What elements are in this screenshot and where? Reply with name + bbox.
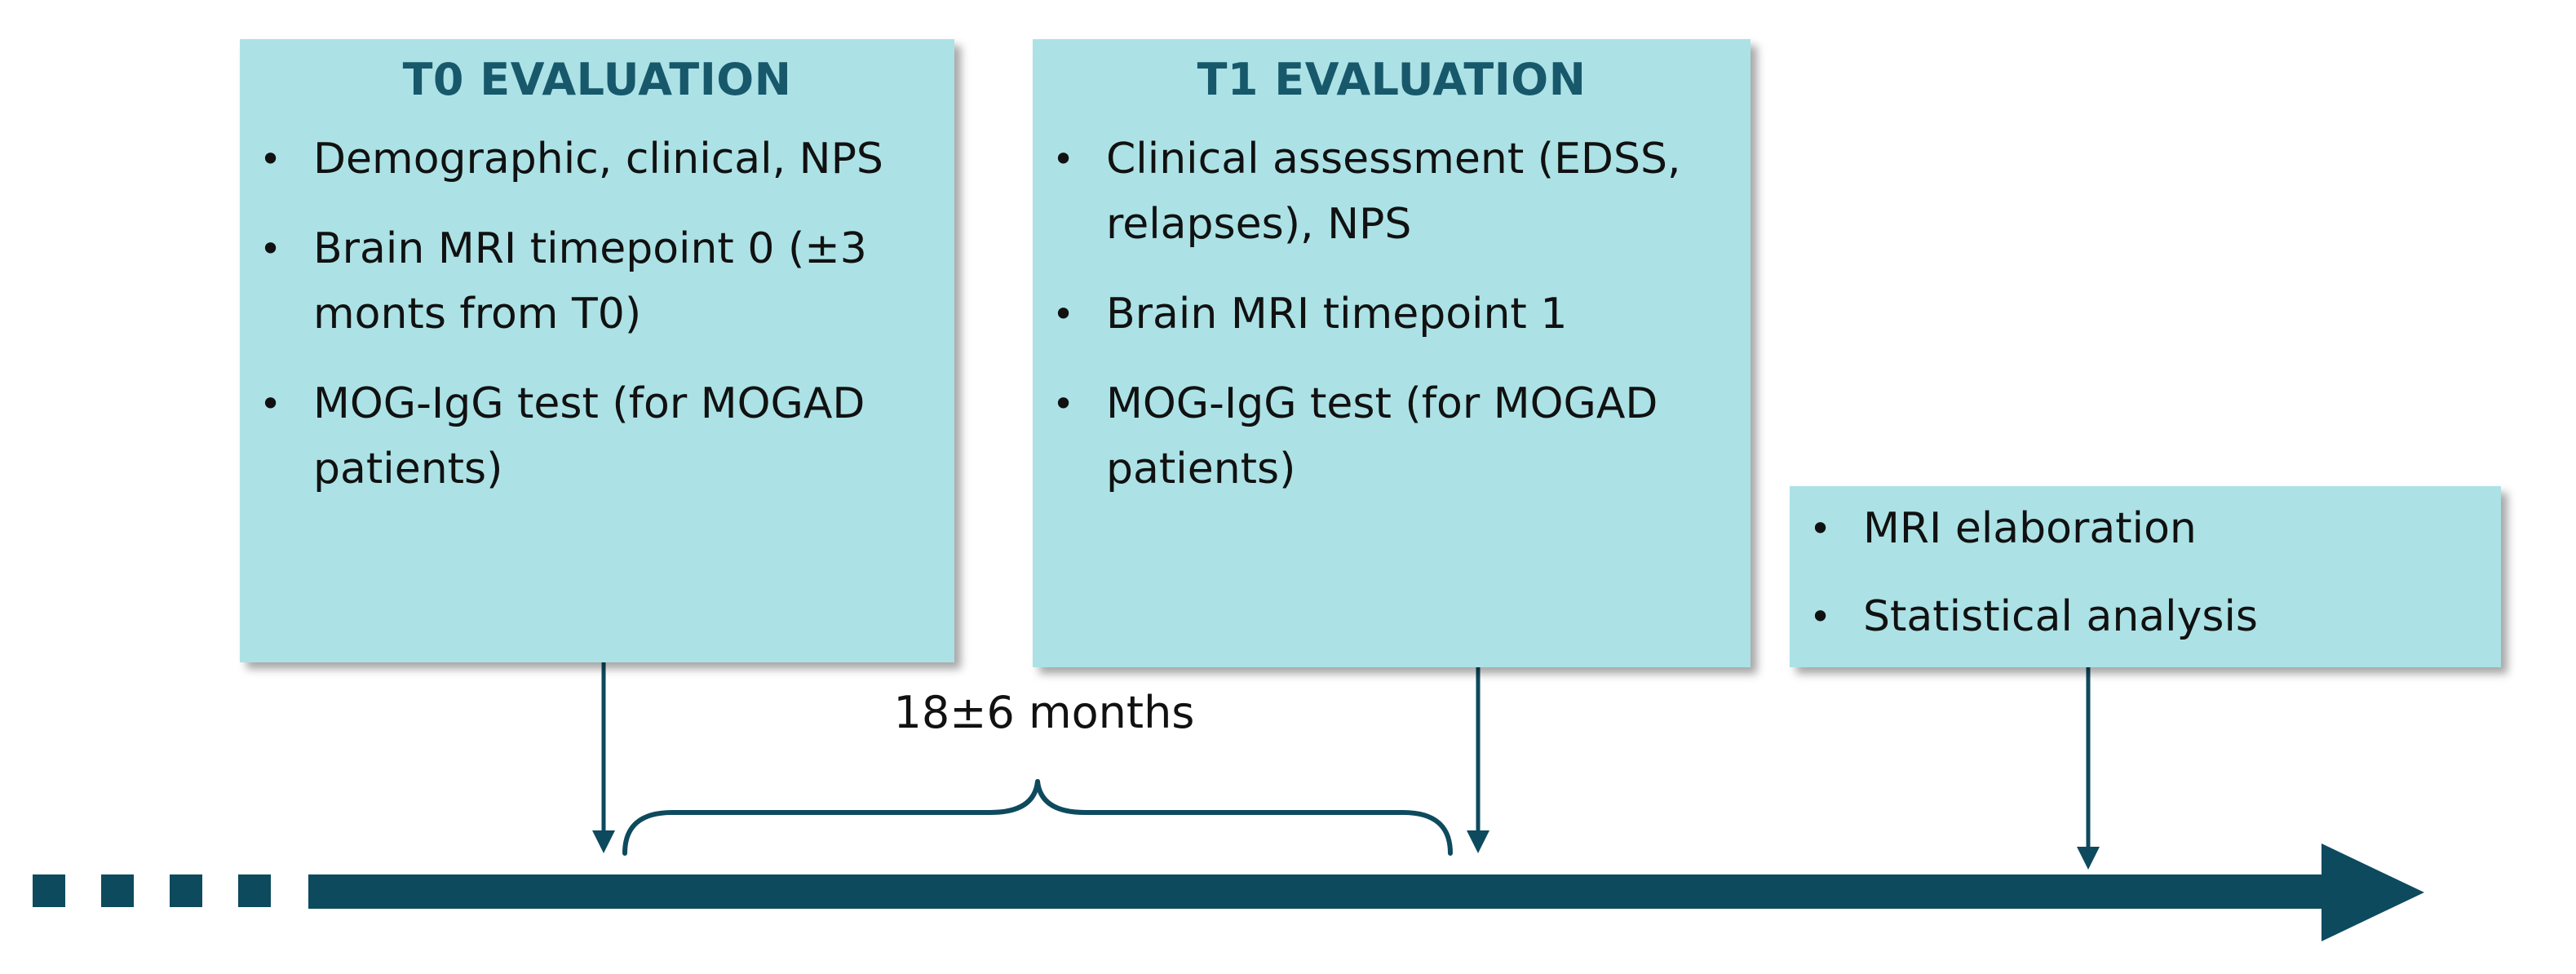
list-item-text: Brain MRI timepoint 1: [1106, 290, 1568, 339]
t1-evaluation-list: Clinical assessment (EDSS, relapses), NP…: [1033, 126, 1751, 502]
t0-evaluation-box: T0 EVALUATION Demographic, clinical, NPS…: [240, 39, 954, 662]
timeline-dash: [238, 874, 271, 907]
list-item-text-continued: relapses), NPS: [1106, 200, 1412, 249]
timeline-dash: [170, 874, 202, 907]
interval-brace: [622, 779, 1453, 856]
list-item-text: Brain MRI timepoint 0 (±3: [313, 224, 867, 273]
list-item-text: MOG-IgG test (for MOGAD: [1106, 379, 1658, 428]
timeline-bar: [308, 874, 2331, 909]
list-item: Brain MRI timepoint 0 (±3 monts from T0): [240, 216, 954, 347]
list-item-text: MRI elaboration: [1863, 504, 2197, 553]
post-analysis-box: MRI elaboration Statistical analysis: [1790, 486, 2501, 667]
list-item-text-continued: patients): [1106, 445, 1296, 494]
t0-evaluation-list: Demographic, clinical, NPS Brain MRI tim…: [240, 126, 954, 502]
list-item: Demographic, clinical, NPS: [240, 126, 954, 192]
t0-connector-arrow: [592, 662, 615, 853]
list-item-text: MOG-IgG test (for MOGAD: [313, 379, 865, 428]
post-analysis-list: MRI elaboration Statistical analysis: [1790, 496, 2501, 649]
post-connector-arrow: [2077, 667, 2100, 870]
list-item: Clinical assessment (EDSS, relapses), NP…: [1033, 126, 1751, 257]
list-item-text: Statistical analysis: [1863, 592, 2258, 641]
list-item-text: Demographic, clinical, NPS: [313, 135, 883, 184]
list-item: Statistical analysis: [1790, 584, 2501, 649]
t1-connector-arrow: [1467, 667, 1489, 853]
list-item-text-continued: patients): [313, 445, 503, 494]
list-item: MOG-IgG test (for MOGAD patients): [1033, 371, 1751, 502]
t0-evaluation-title: T0 EVALUATION: [402, 54, 792, 105]
list-item-text: Clinical assessment (EDSS,: [1106, 135, 1681, 184]
interval-label: 18±6 months: [893, 687, 1195, 738]
t1-evaluation-box: T1 EVALUATION Clinical assessment (EDSS,…: [1033, 39, 1751, 667]
list-item: MOG-IgG test (for MOGAD patients): [240, 371, 954, 502]
list-item: Brain MRI timepoint 1: [1033, 281, 1751, 347]
timeline-arrowhead: [2321, 843, 2424, 941]
timeline-dash: [101, 874, 134, 907]
list-item: MRI elaboration: [1790, 496, 2501, 561]
list-item-text-continued: monts from T0): [313, 290, 642, 339]
timeline-dash: [33, 874, 65, 907]
t1-evaluation-title: T1 EVALUATION: [1197, 54, 1587, 105]
